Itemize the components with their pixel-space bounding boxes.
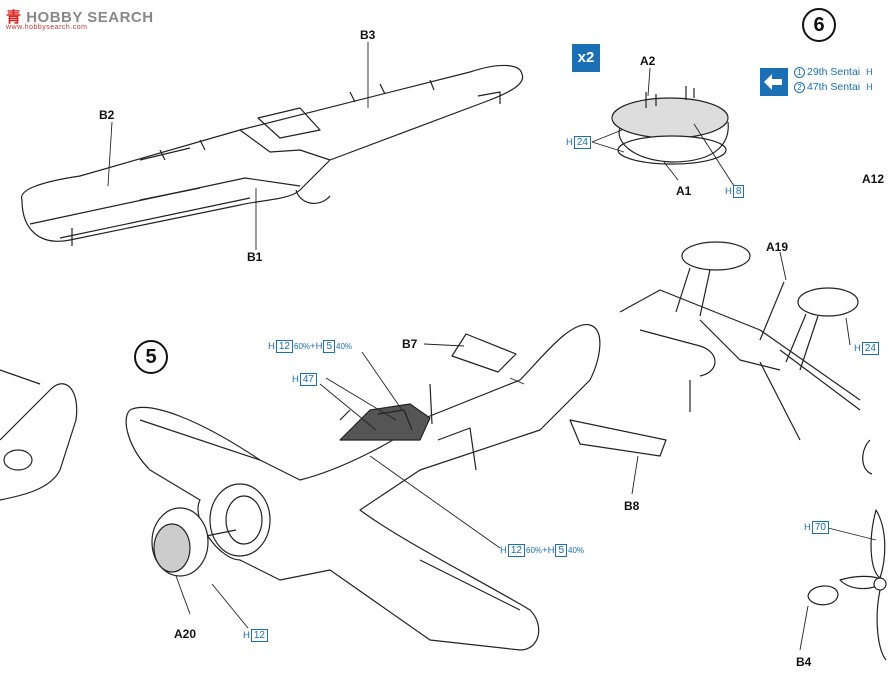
drop-tank-drawing	[611, 86, 729, 165]
lower-fuselage-drawing	[619, 241, 873, 475]
step-6-circle: 6	[802, 8, 836, 42]
part-label-a1: A1	[676, 184, 692, 198]
decal-arrow-icon	[760, 68, 788, 96]
part-label-a20: A20	[174, 627, 197, 641]
watermark: 青 HOBBY SEARCH www.hobbysearch.com	[6, 6, 154, 31]
partial-engine-drawing	[0, 369, 78, 501]
fuselage-drawing	[125, 324, 667, 651]
step-5-circle: 5	[134, 340, 168, 374]
part-label-b4: B4	[796, 655, 812, 669]
watermark-cn: 青	[6, 9, 22, 26]
part-label-b7: B7	[402, 337, 418, 351]
part-label-b2: B2	[99, 108, 115, 122]
part-label-a19: A19	[766, 240, 789, 254]
wing-assembly-drawing	[21, 64, 524, 246]
watermark-url: www.hobbysearch.com	[6, 24, 88, 31]
watermark-text: HOBBY SEARCH	[26, 9, 154, 26]
part-label-b1: B1	[247, 250, 263, 264]
propeller-drawing	[807, 509, 887, 661]
quantity-x2-badge: x2	[572, 44, 600, 72]
part-label-b3: B3	[360, 28, 376, 42]
part-label-a12: A12	[862, 172, 885, 186]
part-label-b8: B8	[624, 499, 640, 513]
part-label-a2: A2	[640, 54, 656, 68]
